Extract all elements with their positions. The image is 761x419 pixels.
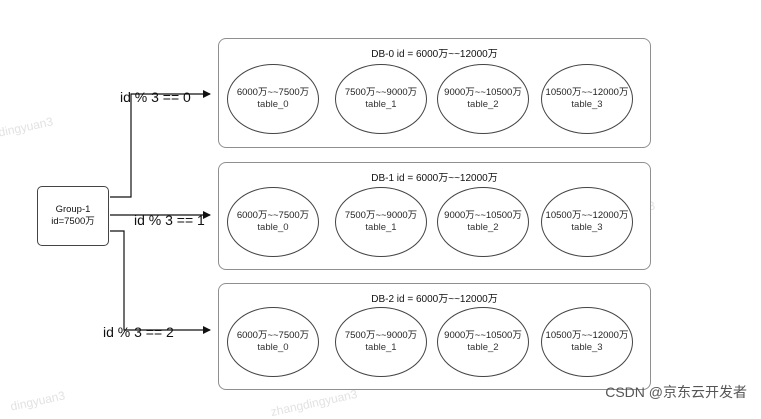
table-range: 6000万~~7500万 (236, 330, 310, 341)
arrow-to-db-2 (110, 230, 211, 334)
route-label-db-0: id % 3 == 0 (120, 89, 191, 105)
db-title: DB-1 id = 6000万~~12000万 (371, 173, 498, 184)
credit-watermark: CSDN @京东云开发者 (605, 384, 747, 400)
table-name: table_0 (257, 99, 289, 110)
table-ellipse: 10500万~~12000万 table_3 (541, 187, 633, 257)
table-ellipse: 7500万~~9000万 table_1 (335, 187, 427, 257)
table-range: 6000万~~7500万 (236, 87, 310, 98)
table-ellipse: 7500万~~9000万 table_1 (335, 307, 427, 377)
arrow-to-db-0 (110, 90, 211, 198)
table-name: table_3 (571, 99, 603, 110)
table-name: table_2 (467, 222, 499, 233)
table-ellipse: 10500万~~12000万 table_3 (541, 64, 633, 134)
table-ellipse: 9000万~~10500万 table_2 (437, 307, 529, 377)
table-name: table_1 (365, 342, 397, 353)
table-ellipse: 7500万~~9000万 table_1 (335, 64, 427, 134)
table-name: table_2 (467, 99, 499, 110)
table-name: table_3 (571, 342, 603, 353)
group-name: Group-1 (55, 204, 91, 215)
table-ellipse: 6000万~~7500万 table_0 (227, 64, 319, 134)
table-ellipse: 9000万~~10500万 table_2 (437, 64, 529, 134)
db-title: DB-0 id = 6000万~~12000万 (371, 49, 498, 60)
db-1-container: DB-1 id = 6000万~~12000万 6000万~~7500万 tab… (218, 162, 651, 270)
table-range: 6000万~~7500万 (236, 210, 310, 221)
group-id: id=7500万 (51, 216, 95, 227)
table-ellipse: 10500万~~12000万 table_3 (541, 307, 633, 377)
table-range: 10500万~~12000万 (545, 330, 629, 341)
table-range: 7500万~~9000万 (344, 330, 418, 341)
table-name: table_1 (365, 222, 397, 233)
table-range: 9000万~~10500万 (444, 87, 522, 98)
table-range: 9000万~~10500万 (444, 210, 522, 221)
group-node: Group-1 id=7500万 (37, 186, 109, 246)
route-label-db-2: id % 3 == 2 (103, 324, 174, 340)
table-name: table_1 (365, 99, 397, 110)
db-0-container: DB-0 id = 6000万~~12000万 6000万~~7500万 tab… (218, 38, 651, 148)
route-label-db-1: id % 3 == 1 (134, 212, 205, 228)
table-name: table_0 (257, 222, 289, 233)
table-name: table_3 (571, 222, 603, 233)
table-range: 10500万~~12000万 (545, 210, 629, 221)
db-2-container: DB-2 id = 6000万~~12000万 6000万~~7500万 tab… (218, 283, 651, 390)
table-name: table_0 (257, 342, 289, 353)
table-ellipse: 6000万~~7500万 table_0 (227, 187, 319, 257)
table-ellipse: 9000万~~10500万 table_2 (437, 187, 529, 257)
table-range: 9000万~~10500万 (444, 330, 522, 341)
table-range: 10500万~~12000万 (545, 87, 629, 98)
table-range: 7500万~~9000万 (344, 87, 418, 98)
table-ellipse: 6000万~~7500万 table_0 (227, 307, 319, 377)
table-range: 7500万~~9000万 (344, 210, 418, 221)
table-name: table_2 (467, 342, 499, 353)
db-title: DB-2 id = 6000万~~12000万 (371, 294, 498, 305)
